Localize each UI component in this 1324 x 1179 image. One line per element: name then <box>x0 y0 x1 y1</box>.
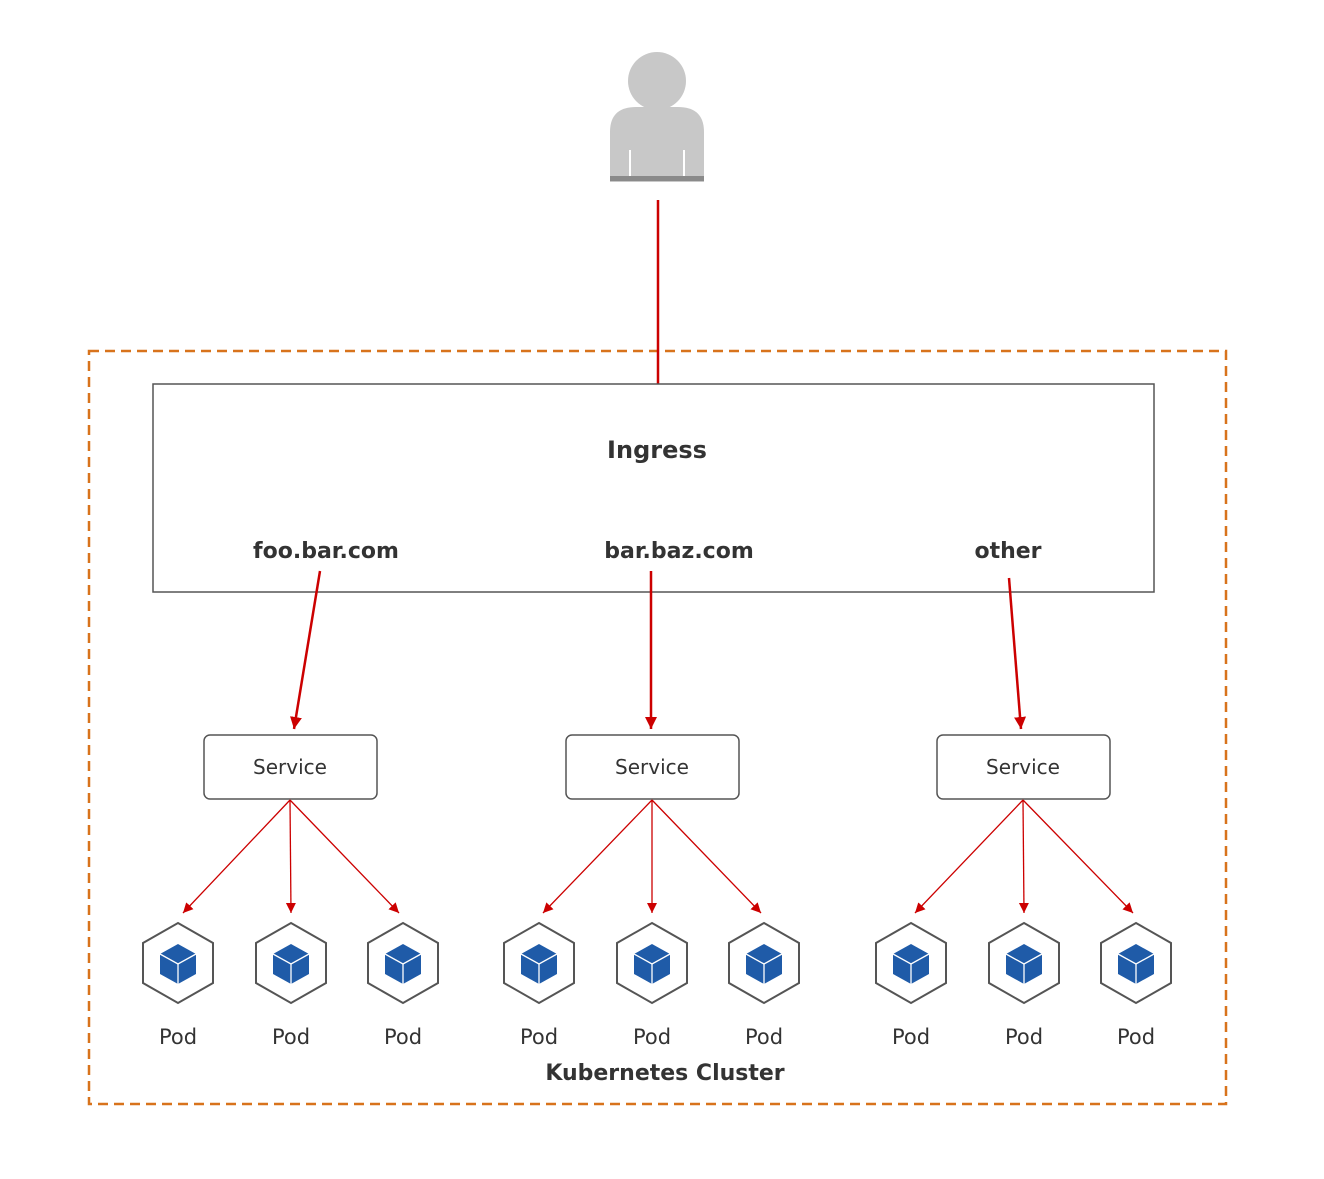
ingress-rule-other: other <box>974 539 1041 564</box>
pod-icon <box>728 921 800 1005</box>
pod-icon <box>1100 921 1172 1005</box>
service-to-pod-arrow <box>914 799 1024 914</box>
service-to-pod-arrow <box>542 799 653 914</box>
service-to-pod-arrow <box>651 799 762 914</box>
service-label: Service <box>615 755 689 779</box>
service-group-2: Service Pod Pod Pod <box>503 734 800 1049</box>
user-icon <box>610 52 704 182</box>
service-label: Service <box>986 755 1060 779</box>
pod-icon <box>616 921 688 1005</box>
ingress-box <box>152 383 1155 593</box>
service-box <box>565 734 740 800</box>
pod-label: Pod <box>1117 1025 1155 1049</box>
pod-icon <box>142 921 214 1005</box>
pod-label: Pod <box>384 1025 422 1049</box>
pod-icon <box>875 921 947 1005</box>
ingress-rule-foo-bar-com: foo.bar.com <box>253 539 399 564</box>
service-box <box>203 734 378 800</box>
service-to-pod-arrow <box>285 799 296 914</box>
service-group-3: Service Pod Pod Pod <box>875 734 1172 1049</box>
pod-label: Pod <box>892 1025 930 1049</box>
service-to-pod-arrow <box>182 799 291 914</box>
cluster-label: Kubernetes Cluster <box>545 1061 784 1086</box>
ingress-rule-bar-baz-com: bar.baz.com <box>604 539 754 564</box>
pod-icon <box>255 921 327 1005</box>
service-group-1: Service Pod Pod Pod <box>142 734 439 1049</box>
pod-label: Pod <box>272 1025 310 1049</box>
rule-to-service-arrow-3 <box>1007 577 1027 730</box>
pod-label: Pod <box>520 1025 558 1049</box>
pod-label: Pod <box>633 1025 671 1049</box>
service-to-pod-arrow <box>289 799 400 914</box>
ingress-title: Ingress <box>607 436 707 464</box>
pod-icon <box>503 921 575 1005</box>
pod-label: Pod <box>1005 1025 1043 1049</box>
service-to-pod-arrow <box>1018 799 1029 914</box>
pod-icon <box>988 921 1060 1005</box>
pod-label: Pod <box>159 1025 197 1049</box>
rule-to-service-arrow-1 <box>290 570 322 730</box>
service-box <box>936 734 1111 800</box>
pod-icon <box>367 921 439 1005</box>
pod-label: Pod <box>745 1025 783 1049</box>
service-to-pod-arrow <box>1022 799 1134 914</box>
service-label: Service <box>253 755 327 779</box>
